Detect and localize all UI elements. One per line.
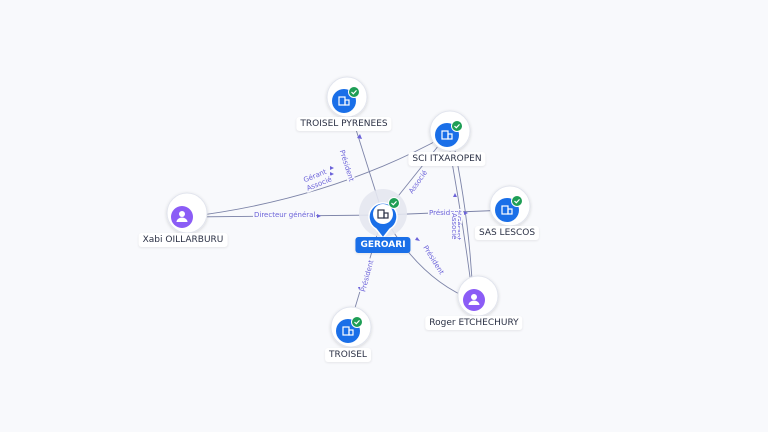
node-roger-etchechury[interactable]	[457, 275, 499, 317]
label-geroari[interactable]: GEROARI	[355, 237, 411, 253]
person-icon	[468, 294, 480, 305]
verified-check-icon	[388, 197, 400, 209]
building-icon	[338, 96, 350, 106]
label-troisel-pyrenees[interactable]: TROISEL PYRENEES	[296, 117, 392, 131]
label-roger-etchechury[interactable]: Roger ETCHECHURY	[425, 316, 523, 330]
label-xabi-oillarburu[interactable]: Xabi OILLARBURU	[138, 233, 228, 247]
building-icon	[377, 209, 389, 219]
building-icon	[441, 130, 453, 140]
node-xabi-oillarburu[interactable]	[166, 192, 208, 234]
verified-check-icon	[451, 120, 463, 132]
verified-check-icon	[348, 86, 360, 98]
label-sci-itxaropen[interactable]: SCI ITXAROPEN	[408, 152, 486, 166]
person-icon	[176, 211, 188, 222]
edge-label-associe-roger: Associé	[450, 212, 458, 241]
edge-label-directeur-general: Directeur général	[253, 211, 317, 219]
node-troisel-pyrenees[interactable]	[326, 76, 368, 118]
edge-xabi-itxaropen	[185, 134, 448, 218]
building-icon	[342, 326, 354, 336]
label-troisel[interactable]: TROISEL	[325, 348, 371, 362]
node-troisel[interactable]	[330, 306, 372, 348]
node-sci-itxaropen[interactable]	[429, 110, 471, 152]
edge-label-president-lescos: Président	[428, 209, 463, 217]
label-sas-lescos[interactable]: SAS LESCOS	[474, 226, 540, 240]
verified-check-icon	[351, 316, 363, 328]
verified-check-icon	[511, 195, 523, 207]
node-geroari[interactable]	[359, 189, 407, 240]
building-icon	[501, 205, 513, 215]
node-sas-lescos[interactable]	[489, 185, 531, 227]
